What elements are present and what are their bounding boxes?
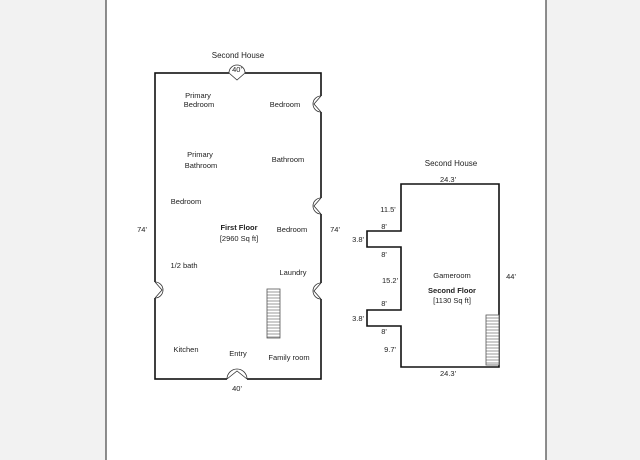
dimension-bottom-width-second: 24.3' [440, 369, 457, 378]
dimension-left-mid-segment: 15.2' [382, 276, 399, 285]
dimension-notch2-top: 8' [381, 299, 387, 308]
dimension-left-top-segment: 11.5' [380, 205, 396, 214]
room-laundry: Laundry [279, 268, 306, 277]
room-bedroom-right: Bedroom [277, 225, 307, 234]
dimension-bottom-width: 40' [232, 384, 242, 393]
floor-area-second: [1130 Sq ft] [433, 296, 471, 305]
dimension-top-width-second: 24.3' [440, 175, 457, 184]
room-primary-bathroom-line2: Bathroom [185, 161, 218, 170]
dimension-left-depth: 74' [137, 225, 147, 234]
door-left-icon [152, 281, 164, 299]
room-gameroom: Gameroom [433, 271, 471, 280]
dimension-left-bottom-segment: 9.7' [384, 345, 396, 354]
dimension-notch1-bottom: 8' [381, 250, 387, 259]
dimension-notch2-depth: 3.8' [352, 314, 364, 323]
dimension-right-depth-second: 44' [506, 272, 516, 281]
dimension-top-width: 40' [232, 65, 242, 74]
dimension-right-depth: 74' [330, 225, 340, 234]
room-primary-bedroom-line1: Primary [185, 91, 211, 100]
floor-name-second: Second Floor [428, 286, 476, 295]
door-right-upper-icon [312, 95, 324, 113]
dimension-notch1-top: 8' [381, 222, 387, 231]
stairs-first-floor [266, 288, 281, 339]
room-bedroom-top: Bedroom [270, 100, 300, 109]
room-family-room: Family room [268, 353, 309, 362]
door-right-lower-icon [312, 282, 324, 300]
room-bedroom-left: Bedroom [171, 197, 201, 206]
building-caption-left: Second House [212, 51, 265, 60]
room-primary-bedroom-line2: Bedroom [184, 100, 214, 109]
room-half-bath: 1/2 bath [170, 261, 197, 270]
room-bathroom: Bathroom [272, 155, 305, 164]
floor-area-first: [2960 Sq ft] [220, 234, 258, 243]
first-floor-plan: Second House 40' 40' 74' 74' Primary Bed… [137, 51, 340, 393]
second-floor-plan: Second House 24.3' 24.3' 44' 11.5' 8' 3.… [352, 159, 516, 378]
room-kitchen: Kitchen [173, 345, 198, 354]
room-primary-bathroom-line1: Primary [187, 150, 213, 159]
second-floor-outline [366, 183, 500, 368]
dimension-notch1-depth: 3.8' [352, 235, 364, 244]
door-right-middle-icon [312, 197, 324, 215]
door-top-icon [228, 64, 246, 81]
room-entry: Entry [229, 349, 247, 358]
floor-name-first: First Floor [220, 223, 257, 232]
door-bottom-icon [226, 368, 248, 382]
stairs-second-floor [485, 314, 500, 366]
dimension-notch2-bottom: 8' [381, 327, 387, 336]
building-caption-right: Second House [425, 159, 478, 168]
page-sheet [105, 0, 547, 460]
